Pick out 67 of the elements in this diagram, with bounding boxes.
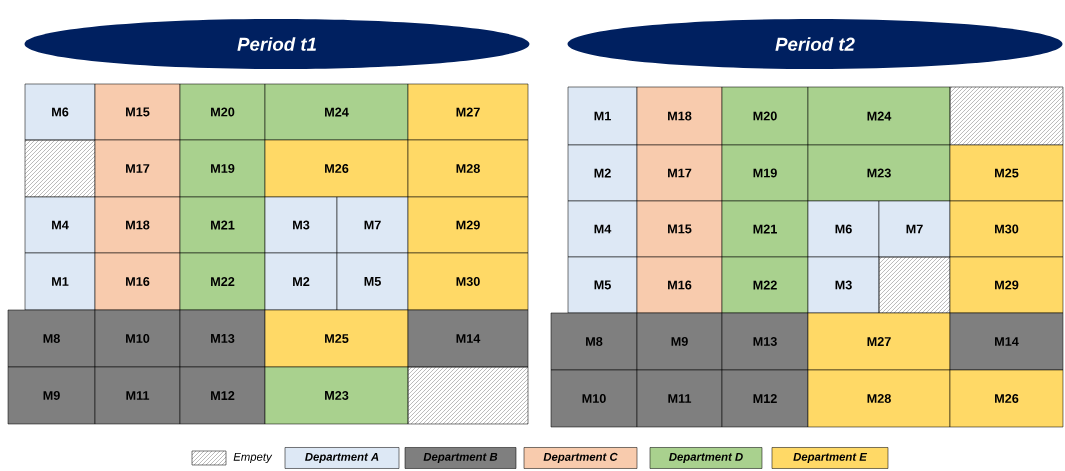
machine-box: M2 — [567, 144, 638, 202]
machine-box: M14 — [407, 309, 529, 368]
machine-box: M26 — [264, 139, 409, 198]
machine-box: M25 — [949, 144, 1064, 202]
machine-box: M10 — [94, 309, 181, 368]
machine-box: M6 — [24, 83, 96, 141]
machine-box: M7 — [336, 196, 409, 254]
machine-box: M28 — [807, 369, 951, 428]
machine-box: M3 — [807, 256, 880, 314]
machine-box: M19 — [721, 144, 809, 202]
machine-box: M1 — [24, 252, 96, 311]
machine-box: M16 — [636, 256, 723, 314]
machine-box: M18 — [636, 86, 723, 146]
machine-box: M24 — [264, 83, 409, 141]
machine-box: M8 — [7, 309, 96, 368]
machine-box: M13 — [721, 312, 809, 371]
machine-box: M27 — [807, 312, 951, 371]
machine-box: M4 — [567, 200, 638, 258]
machine-box: M15 — [636, 200, 723, 258]
machine-box: M23 — [264, 366, 409, 425]
machine-box: M19 — [179, 139, 266, 198]
machine-box: M16 — [94, 252, 181, 311]
machine-box: M22 — [721, 256, 809, 314]
machine-box: M15 — [94, 83, 181, 141]
legend-item: Department B — [404, 447, 517, 469]
machine-box: M7 — [878, 200, 951, 258]
machine-box: M30 — [407, 252, 529, 311]
legend-item: Department E — [771, 447, 889, 469]
machine-box: M6 — [807, 200, 880, 258]
machine-box: M11 — [94, 366, 181, 425]
machine-box: M12 — [179, 366, 266, 425]
legend-item: Department A — [284, 447, 400, 469]
machine-box: M17 — [94, 139, 181, 198]
machine-box: M25 — [264, 309, 409, 368]
machine-box: M2 — [264, 252, 338, 311]
legend-label: Empety — [233, 452, 273, 464]
machine-box: M9 — [636, 312, 723, 371]
machine-box: M14 — [949, 312, 1064, 371]
machine-box: M4 — [24, 196, 96, 254]
legend-item: Department D — [649, 447, 763, 469]
machine-box: M12 — [721, 369, 809, 428]
machine-box: M24 — [807, 86, 951, 146]
hatched-box — [407, 366, 529, 425]
machine-box: M1 — [567, 86, 638, 146]
machine-box: M29 — [407, 196, 529, 254]
machine-box: M5 — [567, 256, 638, 314]
machine-box: M23 — [807, 144, 951, 202]
machine-box: M18 — [94, 196, 181, 254]
machine-box: M9 — [7, 366, 96, 425]
machine-box: M21 — [721, 200, 809, 258]
machine-box: M20 — [179, 83, 266, 141]
machine-box: M21 — [179, 196, 266, 254]
machine-box: M22 — [179, 252, 266, 311]
machine-box: M11 — [636, 369, 723, 428]
machine-box: M8 — [550, 312, 638, 371]
machine-box: M29 — [949, 256, 1064, 314]
machine-box: M5 — [336, 252, 409, 311]
machine-box: M3 — [264, 196, 338, 254]
machine-box: M26 — [949, 369, 1064, 428]
machine-box: M10 — [550, 369, 638, 428]
machine-box: M30 — [949, 200, 1064, 258]
machine-box: M28 — [407, 139, 529, 198]
legend-item: Department C — [523, 447, 638, 469]
machine-box: M20 — [721, 86, 809, 146]
machine-box: M27 — [407, 83, 529, 141]
machine-box: M13 — [179, 309, 266, 368]
machine-box: M17 — [636, 144, 723, 202]
